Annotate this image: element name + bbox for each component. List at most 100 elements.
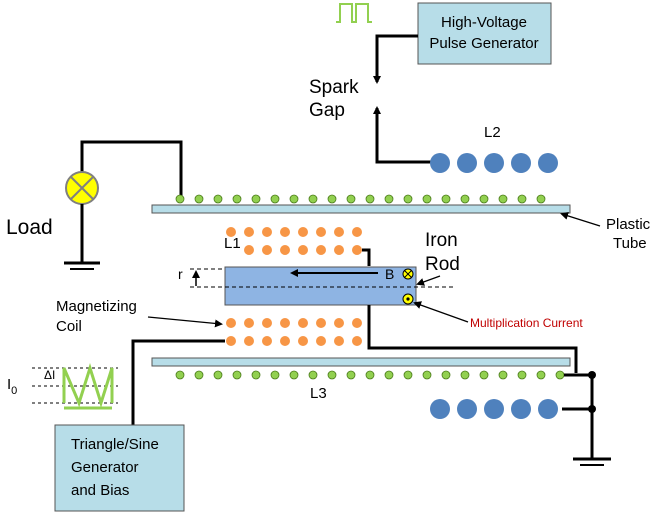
triangle-waveform-icon	[32, 362, 118, 410]
coil-turn	[175, 194, 185, 204]
wire-load-top	[80, 140, 183, 197]
l1-turn	[280, 245, 290, 255]
plastic-tube-label-line2: Tube	[613, 235, 647, 252]
top-pickup-coil	[175, 194, 546, 204]
ground-icon-left	[64, 261, 100, 270]
l1-turn	[316, 245, 326, 255]
coil-turn	[536, 370, 546, 380]
pulse-generator-box: High-Voltage Pulse Generator	[417, 2, 552, 65]
l2-turn	[457, 153, 477, 173]
coil-turn	[289, 194, 299, 204]
spark-gap-label-line2: Gap	[309, 100, 345, 121]
coil-turn	[251, 194, 261, 204]
current-out-icon	[402, 293, 414, 305]
coil-turn	[194, 194, 204, 204]
l1-coil-bottom	[226, 318, 362, 346]
pulse-waveform-icon	[336, 3, 372, 23]
l1-turn	[244, 227, 254, 237]
wire-l1-top	[362, 248, 371, 266]
delta-i-label: ΔI	[44, 368, 55, 382]
l2-turn	[538, 153, 558, 173]
l1-turn	[262, 227, 272, 237]
coil-turn	[365, 194, 375, 204]
l1-turn	[316, 318, 326, 328]
triangle-generator-line2: Generator	[71, 459, 139, 476]
l1-turn	[226, 336, 236, 346]
l3-coil	[175, 370, 565, 380]
l1-label: L1	[224, 235, 241, 252]
coil-turn	[517, 370, 527, 380]
l1-coil-top	[226, 227, 362, 255]
coil-turn	[517, 194, 527, 204]
wire-pulse-to-gap	[373, 34, 418, 84]
l1-turn	[280, 318, 290, 328]
l1-turn	[280, 336, 290, 346]
l2-turn	[430, 153, 450, 173]
coil-turn	[270, 370, 280, 380]
coil-turn	[384, 194, 394, 204]
coil-turn	[289, 370, 299, 380]
coil-turn	[479, 370, 489, 380]
l1-turn	[352, 318, 362, 328]
wire-gap-to-l2	[373, 106, 432, 164]
l1-turn	[226, 227, 236, 237]
iron-rod-pointer	[416, 275, 441, 286]
i0-label-base: I	[7, 376, 11, 393]
i0-label: I0	[7, 376, 17, 397]
l1-turn	[334, 336, 344, 346]
coil-turn	[232, 370, 242, 380]
coil-turn	[213, 370, 223, 380]
coil-turn	[479, 194, 489, 204]
l1-turn	[262, 336, 272, 346]
junction-node	[588, 405, 596, 413]
l1-turn	[298, 227, 308, 237]
blue-turn	[538, 399, 558, 419]
l1-turn	[262, 245, 272, 255]
coil-turn	[403, 194, 413, 204]
multiplication-current-pointer	[413, 301, 469, 323]
plastic-tube-bottom	[151, 357, 571, 367]
l1-turn	[262, 318, 272, 328]
coil-turn	[498, 194, 508, 204]
coil-turn	[270, 194, 280, 204]
l1-turn	[244, 245, 254, 255]
load-lamp-icon	[65, 171, 99, 205]
coil-turn	[403, 370, 413, 380]
plastic-tube-pointer	[560, 211, 601, 227]
triangle-generator-line1: Triangle/Sine	[71, 436, 159, 453]
l1-turn	[298, 318, 308, 328]
coil-turn	[232, 194, 242, 204]
spark-gap-label-line1: Spark	[309, 77, 359, 98]
l1-turn	[352, 245, 362, 255]
l1-turn	[316, 227, 326, 237]
blue-turn	[484, 399, 504, 419]
magnetizing-coil-label-line2: Coil	[56, 318, 82, 335]
l2-turn	[484, 153, 504, 173]
coil-turn	[365, 370, 375, 380]
current-in-icon	[402, 268, 414, 280]
magnetizing-coil-pointer	[147, 316, 223, 328]
l1-turn	[316, 336, 326, 346]
l2-coil	[430, 153, 558, 173]
coil-turn	[422, 370, 432, 380]
pulse-generator-line2: Pulse Generator	[429, 35, 538, 52]
bottom-blue-coil	[430, 399, 558, 419]
coil-turn	[327, 194, 337, 204]
iron-rod-label-line2: Rod	[425, 254, 460, 275]
l1-turn	[334, 227, 344, 237]
l1-turn	[298, 336, 308, 346]
coil-turn	[422, 194, 432, 204]
coil-turn	[441, 194, 451, 204]
magnetizing-coil-label-line1: Magnetizing	[56, 298, 137, 315]
coil-turn	[346, 370, 356, 380]
l1-turn	[352, 336, 362, 346]
ground-icon-right	[573, 457, 611, 466]
coil-turn	[194, 370, 204, 380]
coil-turn	[308, 194, 318, 204]
l2-turn	[511, 153, 531, 173]
blue-turn	[511, 399, 531, 419]
wire-l3-to-ground	[564, 373, 594, 458]
l3-label: L3	[310, 385, 327, 402]
l1-turn	[352, 227, 362, 237]
